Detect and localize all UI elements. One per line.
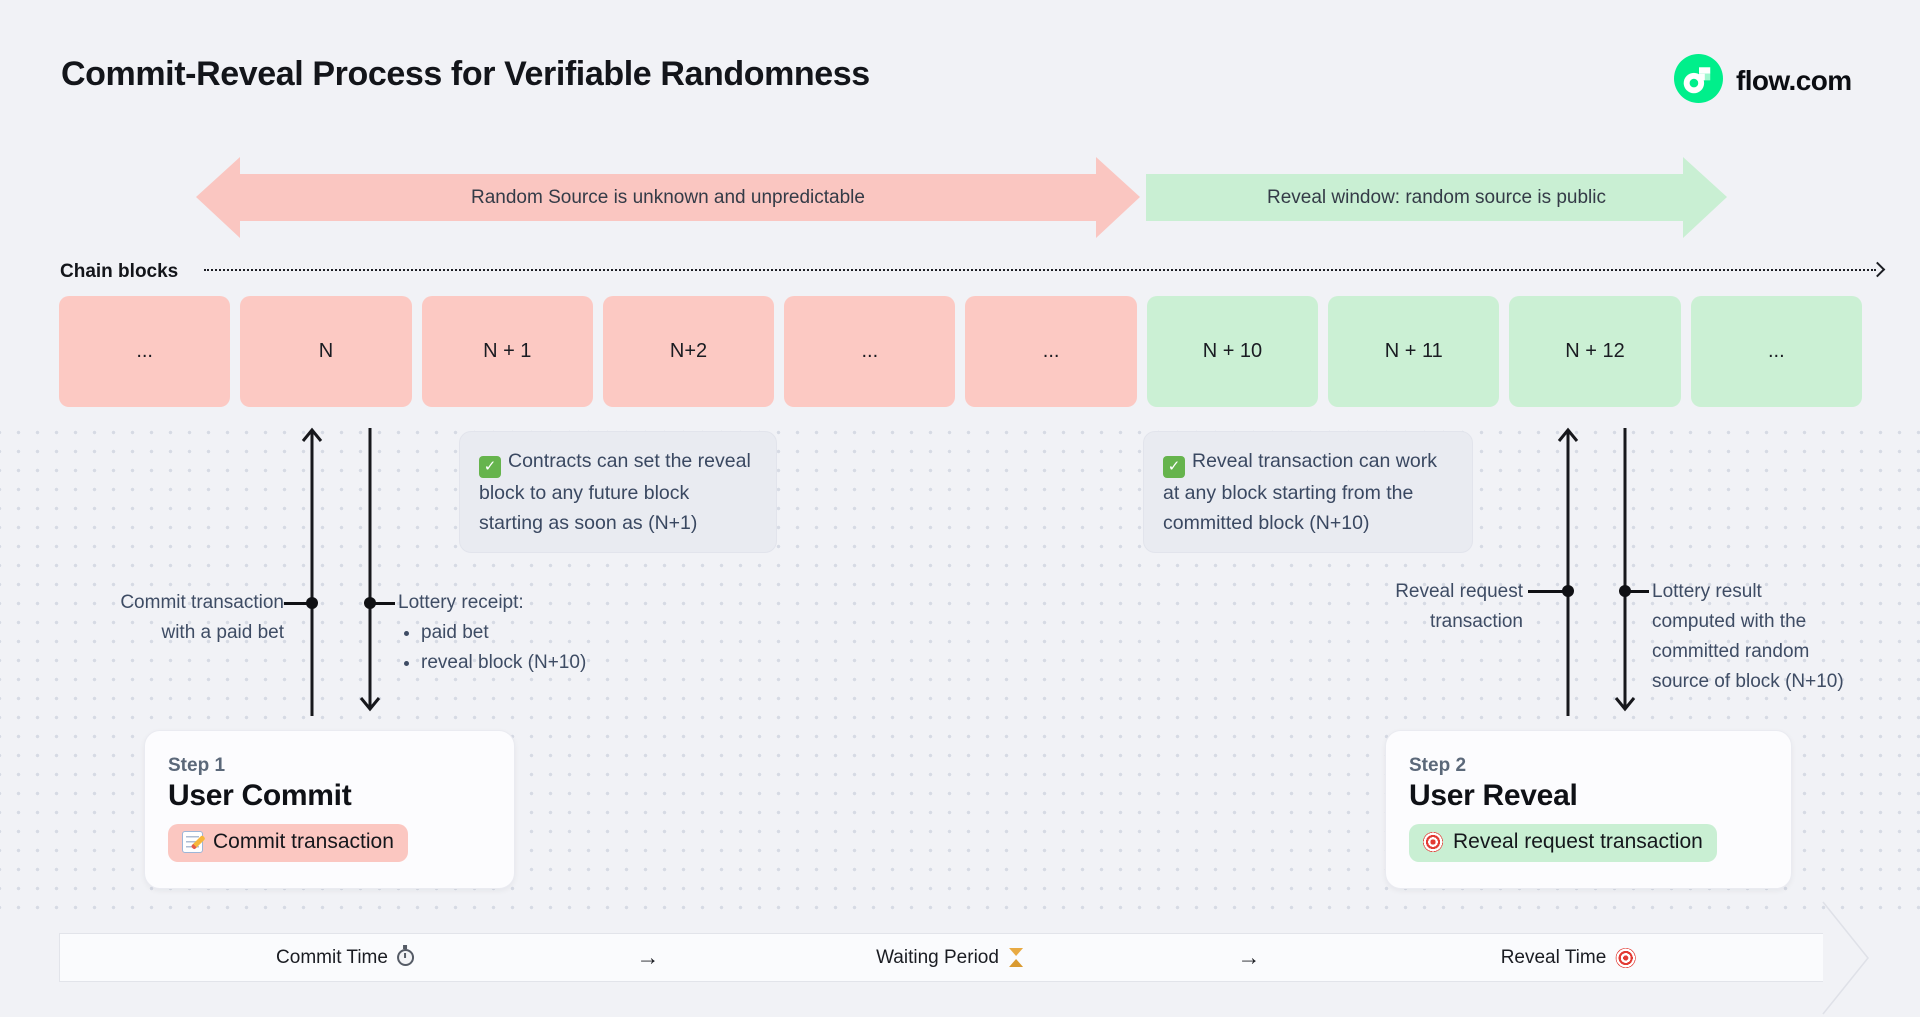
reveal-request-annotation: Reveal request transaction <box>1328 577 1523 637</box>
connector-line <box>1528 590 1564 593</box>
chain-blocks-label: Chain blocks <box>60 261 179 282</box>
chain-block: ... <box>965 296 1137 407</box>
chain-block: N + 11 <box>1328 296 1500 407</box>
lottery-result-annotation: Lottery result computed with the committ… <box>1652 577 1892 697</box>
annotation-line: transaction <box>1430 611 1523 632</box>
annotation-title: Lottery receipt: <box>398 592 524 613</box>
step1-user-commit-card: Step 1 User Commit Commit transaction <box>144 730 515 889</box>
timeline-bar <box>59 933 1823 982</box>
check-icon <box>1163 456 1185 478</box>
chain-block: N + 10 <box>1146 296 1319 407</box>
connector-dot <box>364 597 376 609</box>
receipt-down-arrow <box>359 428 381 712</box>
lottery-receipt-annotation: Lottery receipt: paid bet reveal block (… <box>398 588 648 678</box>
timeline-waiting-period: Waiting Period <box>876 933 1024 982</box>
badge-label: Reveal request transaction <box>1453 830 1703 853</box>
memo-icon <box>182 831 203 853</box>
chain-line-arrowhead-icon <box>1869 261 1886 278</box>
target-icon <box>1615 947 1636 968</box>
step2-user-reveal-card: Step 2 User Reveal Reveal request transa… <box>1385 730 1792 889</box>
hourglass-icon <box>1008 948 1024 967</box>
step1-label: Step 1 <box>168 755 226 776</box>
annotation-line: Commit transaction <box>120 592 284 613</box>
annotation-line: computed with the <box>1652 611 1807 632</box>
check-icon <box>479 456 501 478</box>
commit-transaction-annotation: Commit transaction with a paid bet <box>88 588 284 648</box>
timeline-label: Reveal Time <box>1500 946 1607 968</box>
reveal-request-badge: Reveal request transaction <box>1409 824 1717 862</box>
chain-block: N + 1 <box>421 296 593 407</box>
timeline-label: Commit Time <box>276 946 388 968</box>
timeline-arrow: → <box>636 944 660 970</box>
connector-line <box>1629 590 1649 593</box>
timeline-label: Waiting Period <box>876 946 999 968</box>
commit-up-arrow <box>301 427 323 716</box>
brand-name: flow.com <box>1736 65 1852 96</box>
chain-dotted-line <box>204 269 1876 271</box>
connector-line <box>374 602 395 605</box>
timeline-arrowhead-icon <box>1822 901 1869 1015</box>
commit-transaction-badge: Commit transaction <box>168 824 408 862</box>
stopwatch-icon <box>396 945 414 966</box>
connector-line <box>284 602 308 605</box>
step2-title: User Reveal <box>1409 779 1578 812</box>
reveal-note: Reveal transaction can work at any block… <box>1143 431 1473 553</box>
commit-note-text: Contracts can set the reveal block to an… <box>479 450 751 534</box>
badge-label: Commit transaction <box>213 830 394 853</box>
chain-block: ... <box>59 296 231 407</box>
page-title: Commit-Reveal Process for Verifiable Ran… <box>61 55 870 93</box>
flow-logo-icon <box>1674 54 1723 108</box>
commit-note: Contracts can set the reveal block to an… <box>459 431 777 553</box>
reveal-phase-label: Reveal window: random source is public <box>1267 187 1606 208</box>
timeline-reveal-time: Reveal Time <box>1501 933 1636 982</box>
chain-block: ... <box>1690 296 1862 407</box>
target-icon <box>1423 832 1443 852</box>
connector-dot <box>306 597 318 609</box>
annotation-line: with a paid bet <box>161 622 284 643</box>
reveal-up-arrow <box>1557 427 1579 716</box>
connector-dot <box>1562 585 1574 597</box>
commit-phase-arrow: Random Source is unknown and unpredictab… <box>196 157 1140 238</box>
annotation-line: Reveal request <box>1395 581 1523 602</box>
chain-block: N <box>240 296 412 407</box>
step1-title: User Commit <box>168 779 352 812</box>
reveal-note-text: Reveal transaction can work at any block… <box>1163 450 1437 534</box>
chain-block: N + 12 <box>1509 296 1681 407</box>
reveal-phase-arrow: Reveal window: random source is public <box>1146 157 1727 238</box>
annotation-line: source of block (N+10) <box>1652 671 1844 692</box>
chain-blocks-row: ... N N + 1 N+2 ... ... N + 10 N + 11 N … <box>59 296 1862 407</box>
brand: flow.com <box>1674 54 1852 108</box>
timeline-commit-time: Commit Time <box>276 933 414 982</box>
annotation-line: Lottery result <box>1652 581 1762 602</box>
annotation-bullet: paid bet <box>421 618 648 648</box>
annotation-line: committed random <box>1652 641 1810 662</box>
connector-dot <box>1619 585 1631 597</box>
chain-block: N+2 <box>602 296 775 407</box>
result-down-arrow <box>1614 428 1636 712</box>
step2-label: Step 2 <box>1409 755 1467 776</box>
chain-block: ... <box>784 296 956 407</box>
commit-phase-label: Random Source is unknown and unpredictab… <box>471 187 865 208</box>
annotation-bullet: reveal block (N+10) <box>421 648 648 678</box>
timeline-arrow: → <box>1237 944 1261 970</box>
